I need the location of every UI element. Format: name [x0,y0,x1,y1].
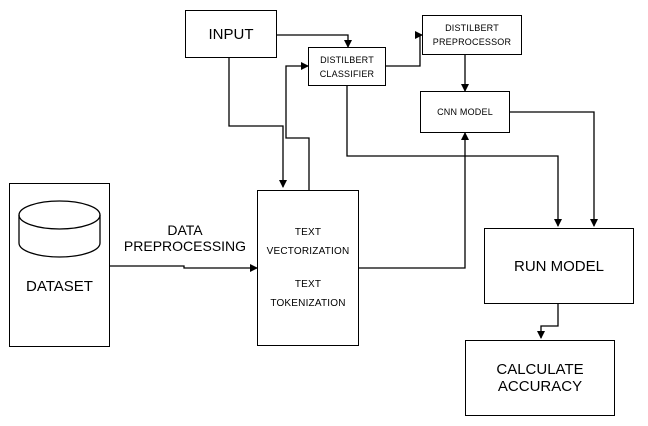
distilbert-preprocessor-line1: DISTILBERT [445,23,499,33]
text-tokenization-line2: TOKENIZATION [270,298,346,309]
distilbert-classifier-line1: DISTILBERT [320,54,374,65]
distilbert-classifier-line2: CLASSIFIER [319,68,375,79]
data-preprocessing-edge-label: DATA PREPROCESSING [110,222,260,254]
text-vectorization-line1: TEXT [294,227,322,238]
input-node: INPUT [185,10,277,58]
database-icon [18,200,101,258]
edge-input-to-classifier [277,34,352,48]
input-label: INPUT [208,25,254,43]
edge-text-to-cnn [359,132,469,269]
edge-classifier-to-preprocessor [386,31,423,67]
distilbert-preprocessor-node: DISTILBERT PREPROCESSOR [422,15,522,55]
data-preprocessing-line1: DATA [167,222,203,238]
calculate-accuracy-line2: ACCURACY [497,378,583,395]
edge-input-to-text [228,58,287,188]
edge-dataset-to-text [110,264,258,272]
text-tokenization-line1: TEXT [294,279,322,290]
edge-text-to-classifier [285,62,310,190]
edge-classifier-to-runmodel [346,86,562,227]
run-model-label: RUN MODEL [513,257,604,275]
text-vectorization-line2: VECTORIZATION [266,246,350,257]
calculate-accuracy-node: CALCULATE ACCURACY [465,340,615,416]
edge-runmodel-to-accuracy [537,304,559,339]
edge-cnn-to-runmodel [510,111,598,227]
data-preprocessing-line2: PREPROCESSING [123,238,247,255]
run-model-node: RUN MODEL [484,228,634,304]
calculate-accuracy-line1: CALCULATE [496,361,584,378]
distilbert-preprocessor-line2: PREPROCESSOR [432,37,512,47]
dataset-node: DATASET [9,183,110,347]
cnn-model-label: CNN MODEL [437,107,493,117]
cnn-model-node: CNN MODEL [420,91,510,133]
dataset-label: DATASET [26,278,93,295]
distilbert-classifier-node: DISTILBERT CLASSIFIER [308,47,386,86]
text-processing-node: TEXT VECTORIZATION TEXT TOKENIZATION [257,190,359,346]
